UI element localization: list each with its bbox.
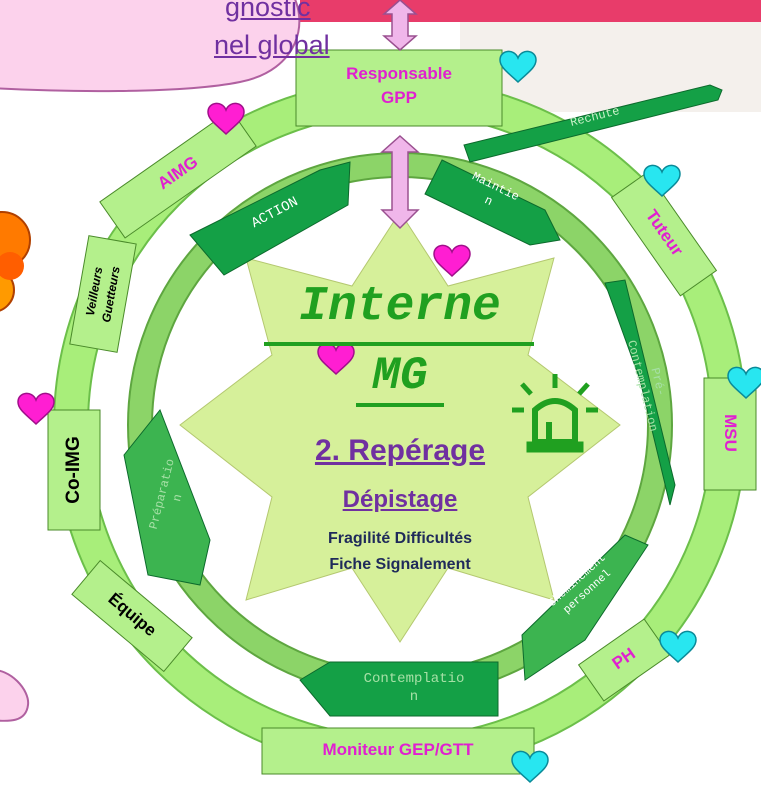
action-arrow bbox=[189, 161, 351, 276]
double-arrow-top bbox=[382, 0, 418, 51]
double-arrow-center bbox=[380, 134, 420, 230]
veilleurs-box bbox=[69, 235, 137, 353]
center-title-mg: MG bbox=[372, 350, 428, 402]
preparation-arrow bbox=[123, 409, 211, 586]
flower-decoration bbox=[0, 211, 31, 312]
center-step: 2. Repérage bbox=[314, 434, 486, 467]
header-line-1: gnostic bbox=[225, 0, 311, 22]
coimg-box bbox=[47, 409, 101, 531]
ph-box bbox=[577, 618, 671, 702]
header-line-2: nel global bbox=[214, 30, 330, 60]
contemplation-label: Contemplatio n bbox=[363, 671, 465, 705]
cheminement-arrow bbox=[521, 534, 649, 681]
rechute-arrow bbox=[463, 84, 723, 163]
center-item-2: Fiche Signalement bbox=[329, 556, 471, 573]
coimg-label: Co-IMG bbox=[63, 436, 84, 504]
msu-label: MSU bbox=[721, 414, 740, 452]
equipe-box bbox=[71, 559, 193, 673]
contemplation-arrow bbox=[299, 661, 499, 717]
header-bubble bbox=[0, 0, 301, 93]
center-star bbox=[179, 211, 621, 643]
center-item-1: Fragilité Difficultés bbox=[327, 530, 473, 547]
aimg-box bbox=[99, 109, 257, 239]
center-subtitle: Dépistage bbox=[342, 486, 458, 513]
responsable-box bbox=[295, 49, 503, 127]
moniteur-box bbox=[261, 727, 535, 775]
maintien-arrow bbox=[424, 159, 561, 246]
top-banner bbox=[300, 0, 761, 22]
pink-bubble bbox=[0, 670, 30, 722]
tuteur-box bbox=[610, 171, 718, 297]
responsable-label: Responsable GPP bbox=[346, 64, 452, 107]
alarm-light-icon bbox=[512, 374, 598, 453]
precontemplation-arrow bbox=[604, 279, 676, 506]
moniteur-label: Moniteur GEP/GTT bbox=[322, 740, 474, 759]
center-title-interne: Interne bbox=[299, 280, 501, 334]
